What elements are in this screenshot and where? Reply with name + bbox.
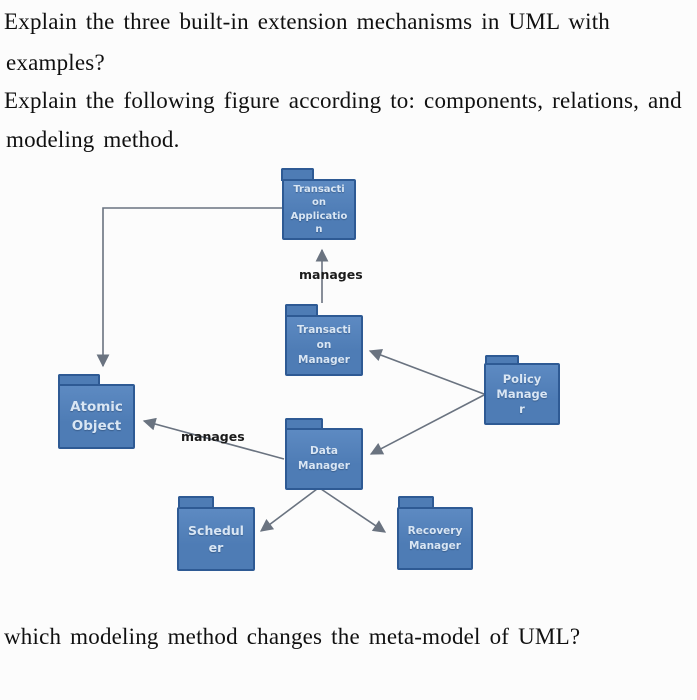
edge-data-manager-to-recovery-manager [320, 488, 387, 533]
package-label: Transacti on Manager [297, 324, 351, 366]
edge-policy-manager-to-transaction-manager [368, 349, 485, 395]
edge-label-manages-left: manages [181, 429, 245, 444]
package-body: Transacti on Manager [285, 315, 363, 376]
package-label: Recovery Manager [407, 524, 463, 552]
question1-line1: Explain the three built-in extension mec… [4, 9, 611, 34]
package-label: Transacti on Applicatio n [290, 183, 348, 236]
package-body: Data Manager [285, 428, 363, 490]
package-tab [178, 496, 214, 509]
package-tab [485, 355, 519, 365]
question2-line2: modeling method. [6, 127, 180, 152]
question2-line1: Explain the following figure according t… [4, 88, 682, 113]
package-tab [285, 418, 323, 430]
edge-data-manager-to-scheduler [259, 488, 318, 532]
package-label: Schedul er [188, 523, 244, 555]
package-label: Atomic Object [70, 398, 123, 434]
edge-policy-manager-to-data-manager [369, 394, 485, 455]
package-label: Policy Manage r [496, 371, 548, 416]
package-body: Policy Manage r [484, 363, 560, 425]
question3: which modeling method changes the meta-m… [4, 624, 581, 649]
package-tab [58, 374, 100, 386]
edge-transaction-application-to-atomic-object [96, 207, 282, 368]
package-tab [398, 496, 434, 509]
package-tab [285, 304, 318, 317]
package-body: Recovery Manager [397, 507, 473, 570]
question1-line2: examples? [6, 50, 105, 75]
package-body: Transacti on Applicatio n [282, 179, 356, 240]
package-body: Schedul er [177, 507, 255, 571]
package-label: Data Manager [298, 445, 350, 472]
package-tab [281, 168, 314, 181]
edge-label-manages-top: manages [299, 267, 363, 282]
package-body: Atomic Object [58, 384, 135, 449]
